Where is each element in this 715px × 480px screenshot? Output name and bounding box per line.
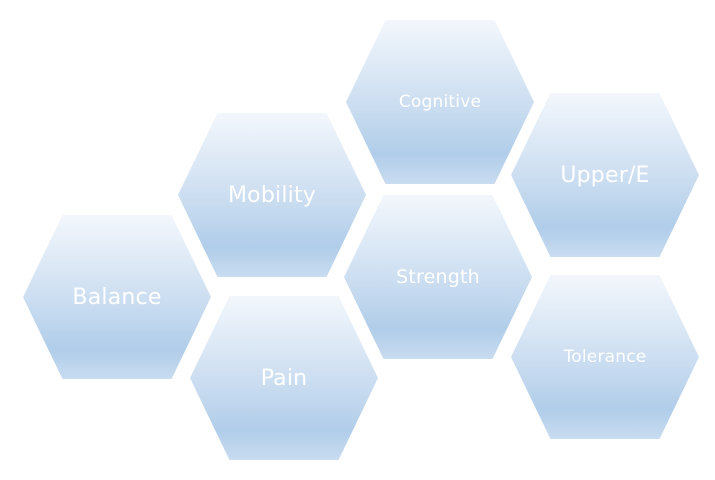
hex-label-mobility: Mobility <box>228 182 316 208</box>
hex-balance: Balance <box>23 215 211 379</box>
hex-upper-e: Upper/E <box>511 93 699 257</box>
hex-cognitive: Cognitive <box>346 20 534 184</box>
hex-label-cognitive: Cognitive <box>398 92 482 112</box>
hex-mobility: Mobility <box>178 113 366 277</box>
hex-label-tolerance: Tolerance <box>563 347 647 367</box>
hex-label-strength: Strength <box>396 266 480 288</box>
hex-pain: Pain <box>190 296 378 460</box>
hex-label-balance: Balance <box>72 284 162 310</box>
hex-label-upper-e: Upper/E <box>560 162 650 188</box>
hex-tolerance: Tolerance <box>511 275 699 439</box>
hex-label-pain: Pain <box>260 365 308 391</box>
hex-strength: Strength <box>344 195 532 359</box>
